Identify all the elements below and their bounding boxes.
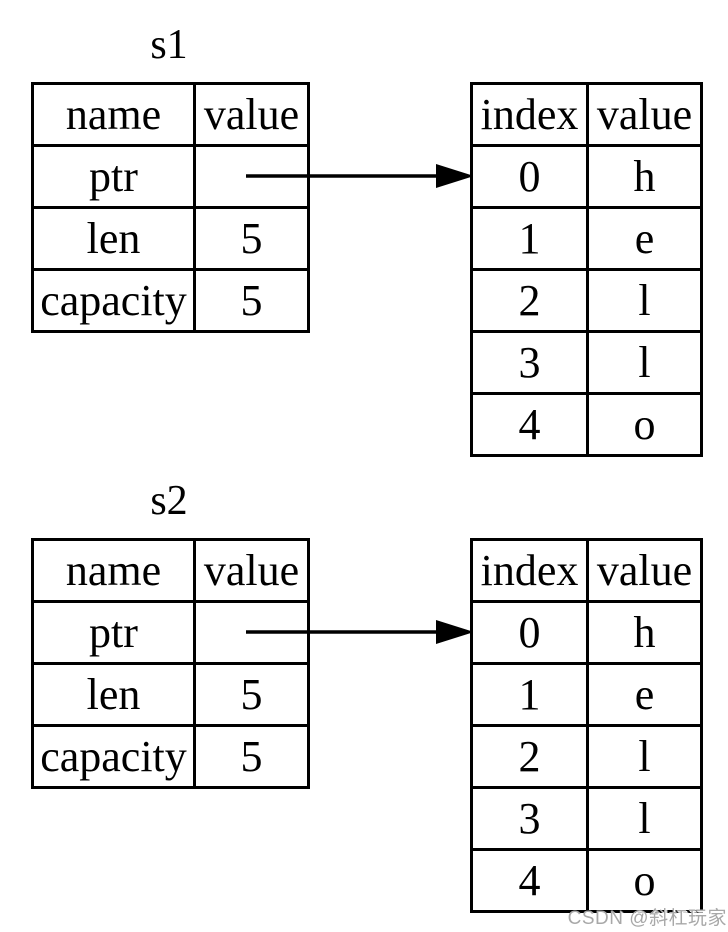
header-cell-value: value (193, 82, 310, 147)
table-row: 0 h (470, 600, 703, 665)
table-row: 4 o (470, 848, 703, 913)
char-cell: l (586, 330, 703, 395)
header-cell-name: name (31, 82, 196, 147)
index-cell: 3 (470, 330, 589, 395)
header-cell-value: value (586, 538, 703, 603)
s1-stack-table: name value ptr len 5 capacity 5 (31, 82, 310, 333)
char-cell: l (586, 786, 703, 851)
s1-heap-table: index value 0 h 1 e 2 l 3 l 4 o (470, 82, 703, 457)
table-header-row: index value (470, 538, 703, 603)
table-row: capacity 5 (31, 268, 310, 333)
header-cell-value: value (586, 82, 703, 147)
field-value-cell: 5 (193, 724, 310, 789)
index-cell: 4 (470, 392, 589, 457)
char-cell: e (586, 662, 703, 727)
index-cell: 1 (470, 206, 589, 271)
field-value-cell: 5 (193, 662, 310, 727)
table-row: len 5 (31, 662, 310, 727)
csdn-watermark: CSDN @斜杠玩家 (567, 908, 727, 929)
char-cell: e (586, 206, 703, 271)
char-cell: l (586, 724, 703, 789)
table-header-row: name value (31, 82, 310, 147)
table-row: 2 l (470, 268, 703, 333)
table-row: len 5 (31, 206, 310, 271)
header-cell-index: index (470, 538, 589, 603)
field-value-cell: 5 (193, 206, 310, 271)
char-cell: l (586, 268, 703, 333)
field-name-cell: len (31, 662, 196, 727)
table-header-row: index value (470, 82, 703, 147)
table-row: 3 l (470, 330, 703, 395)
s2-heap-table: index value 0 h 1 e 2 l 3 l 4 o (470, 538, 703, 913)
table-row: 1 e (470, 206, 703, 271)
index-cell: 2 (470, 724, 589, 789)
index-cell: 2 (470, 268, 589, 333)
table-row: capacity 5 (31, 724, 310, 789)
ptr-arrow-icon (246, 620, 474, 644)
table-row: 1 e (470, 662, 703, 727)
field-name-cell: capacity (31, 268, 196, 333)
table-row: 0 h (470, 144, 703, 209)
char-cell: o (586, 392, 703, 457)
index-cell: 0 (470, 600, 589, 665)
header-cell-name: name (31, 538, 196, 603)
field-name-cell: len (31, 206, 196, 271)
index-cell: 4 (470, 848, 589, 913)
table-row: 3 l (470, 786, 703, 851)
s2-stack-table: name value ptr len 5 capacity 5 (31, 538, 310, 789)
ptr-arrow-icon (246, 164, 474, 188)
header-cell-index: index (470, 82, 589, 147)
table-header-row: name value (31, 538, 310, 603)
char-cell: h (586, 144, 703, 209)
index-cell: 1 (470, 662, 589, 727)
index-cell: 0 (470, 144, 589, 209)
char-cell: h (586, 600, 703, 665)
struct-s1-label: s1 (150, 22, 188, 68)
header-cell-value: value (193, 538, 310, 603)
field-name-cell: ptr (31, 600, 196, 665)
field-name-cell: ptr (31, 144, 196, 209)
char-cell: o (586, 848, 703, 913)
table-row: 2 l (470, 724, 703, 789)
index-cell: 3 (470, 786, 589, 851)
struct-s2-label: s2 (150, 478, 188, 524)
table-row: 4 o (470, 392, 703, 457)
field-name-cell: capacity (31, 724, 196, 789)
field-value-cell: 5 (193, 268, 310, 333)
